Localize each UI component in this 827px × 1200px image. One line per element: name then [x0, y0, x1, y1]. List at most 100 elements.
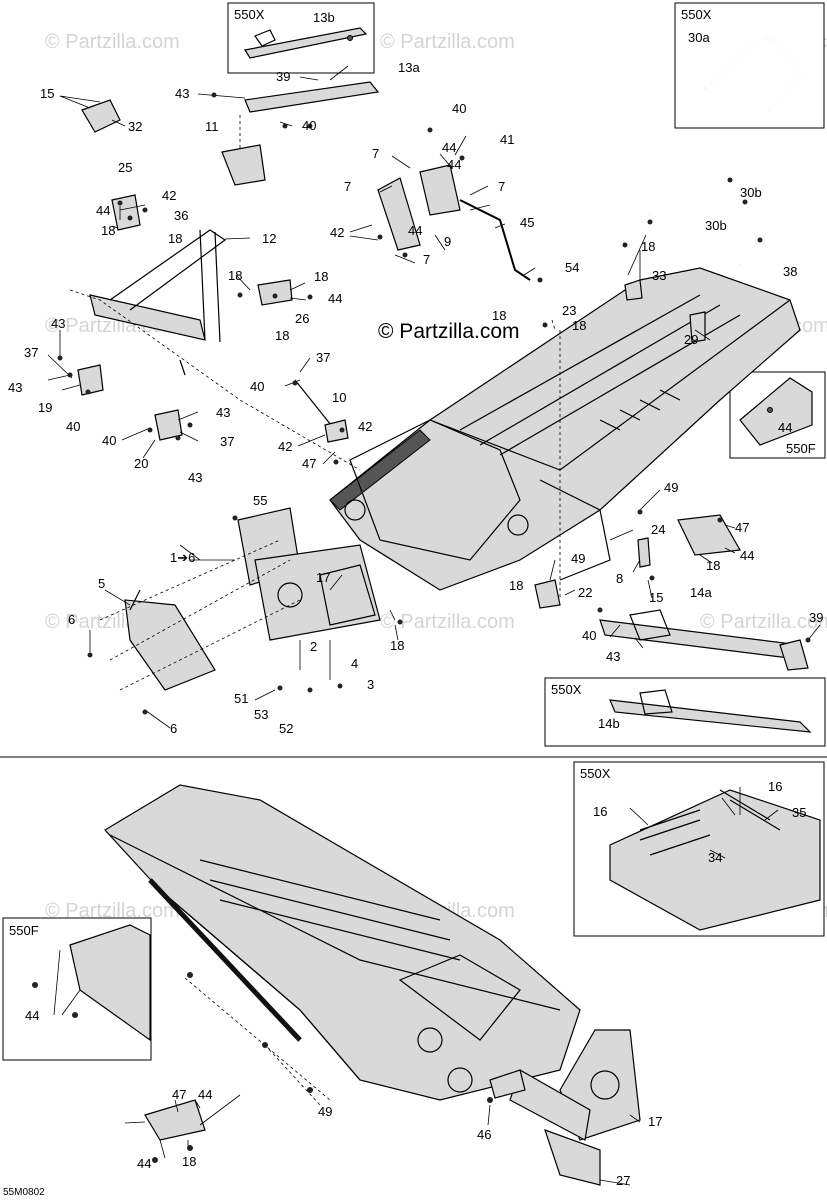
part-8-22-28: [534, 514, 741, 609]
watermark-8: © Partzilla.com: [700, 611, 827, 633]
part-7-9: [377, 164, 531, 281]
callout-40: 40: [66, 419, 80, 434]
callout-24: 29: [684, 332, 698, 347]
inset-label: 550X: [551, 682, 582, 697]
front-bulkhead-bottom: [489, 1029, 641, 1186]
callout-7: 7: [344, 179, 351, 194]
callout-30a: 38: [783, 264, 797, 279]
callout-40: 40: [302, 118, 316, 133]
callout-37: 37: [220, 434, 234, 449]
watermark-1: © Partzilla.com: [45, 31, 180, 53]
inset-label: 550X: [681, 7, 712, 22]
callout-46: 46: [477, 1127, 491, 1142]
callout-43: 43: [606, 649, 620, 664]
callout-13a: 13a: [398, 60, 420, 75]
callout-18: 18: [168, 231, 182, 246]
part-27: [144, 1099, 206, 1141]
leader-lines: [47, 65, 821, 1186]
callout-18: 18: [314, 269, 328, 284]
callout-6: 6: [170, 721, 177, 736]
callout-44: 44: [442, 140, 456, 155]
callout-25: 25: [118, 160, 132, 175]
callout-45: 41: [500, 132, 514, 147]
callout-44: 44: [447, 157, 461, 172]
callout-43: 43: [8, 380, 22, 395]
callout-53: 53: [254, 707, 268, 722]
callout-33: 30b: [705, 218, 727, 233]
part-32: [81, 99, 121, 133]
callout-55: 55: [253, 493, 267, 508]
callout-40: 40: [582, 628, 596, 643]
callout-18: 18: [509, 578, 523, 593]
callout-42: 42: [278, 439, 292, 454]
watermark-2: © Partzilla.com: [380, 31, 515, 53]
callout-23: 33: [652, 268, 666, 283]
callout-42: 42: [358, 419, 372, 434]
callout-11: 11: [205, 119, 219, 134]
callout-18: 18: [275, 328, 289, 343]
callout-32: 32: [128, 119, 142, 134]
callout-3: 3: [367, 677, 374, 692]
callout-44: 44: [408, 223, 422, 238]
callout-26: 26: [295, 311, 309, 326]
callout-47: 47: [302, 456, 316, 471]
chassis-tunnel-top: [329, 267, 801, 591]
inset-bottom-left: 550F: [2, 917, 152, 1061]
callout-49: 49: [664, 480, 678, 495]
callout-41: 7: [372, 146, 379, 161]
inset-label: 550X: [234, 7, 265, 22]
callout-42: 42: [162, 188, 176, 203]
callout-18: 18: [641, 239, 655, 254]
inset-top-center: 550X: [227, 2, 375, 74]
part-20: [154, 409, 183, 441]
inset-label: 550F: [786, 441, 816, 456]
callout-17: 17: [316, 570, 330, 585]
callout-40: 40: [452, 101, 466, 116]
callout-37: 37: [24, 345, 38, 360]
callout-43: 43: [188, 470, 202, 485]
callout-37: 37: [316, 350, 330, 365]
inset-label: 550F: [9, 923, 39, 938]
callout-30b: 30a: [688, 30, 710, 45]
inset-label: 550X: [580, 766, 611, 781]
callout-41: 7: [498, 179, 505, 194]
callout-44: 44: [198, 1087, 212, 1102]
partzilla-brand: © Partzilla.com: [378, 320, 520, 343]
callout-47: 47: [735, 520, 749, 535]
callout-49: 49: [318, 1104, 332, 1119]
callout-44: 44: [740, 548, 754, 563]
callout-43: 43: [51, 316, 65, 331]
callout-labels: 15 32 13b 13a 39 43 40 11 25 42 44 18 36…: [8, 10, 823, 1188]
callout-1-to-6: 1➔6: [170, 550, 195, 565]
callout-41: 7: [423, 252, 430, 267]
callout-15: 15: [40, 86, 54, 101]
callout-38: 54: [565, 260, 579, 275]
fasteners: [32, 92, 811, 1163]
callout-42: 42: [330, 225, 344, 240]
callout-9: 45: [520, 215, 534, 230]
callout-18: 18: [706, 558, 720, 573]
callout-40: 40: [102, 433, 116, 448]
callout-14a: 14a: [690, 585, 712, 600]
callout-16: 16: [593, 804, 607, 819]
callout-4: 4: [351, 656, 358, 671]
part-26: [257, 279, 293, 306]
callout-49: 49: [571, 551, 585, 566]
callout-10: 10: [332, 390, 346, 405]
callout-44: 44: [778, 420, 792, 435]
callout-54: 9: [444, 234, 451, 249]
callout-39: 39: [809, 610, 823, 625]
callout-35: 35: [792, 805, 806, 820]
front-bulkhead-top: [124, 507, 381, 691]
callout-29: 23: [562, 303, 576, 318]
inset-mid-right: 550F: [729, 371, 826, 459]
front-arm-12: [89, 229, 227, 376]
callout-18: 18: [390, 638, 404, 653]
callout-19: 19: [38, 400, 52, 415]
callout-18: 18: [182, 1154, 196, 1169]
callout-15: 15: [649, 590, 663, 605]
callout-5: 5: [98, 576, 105, 591]
callout-12: 12: [262, 231, 276, 246]
